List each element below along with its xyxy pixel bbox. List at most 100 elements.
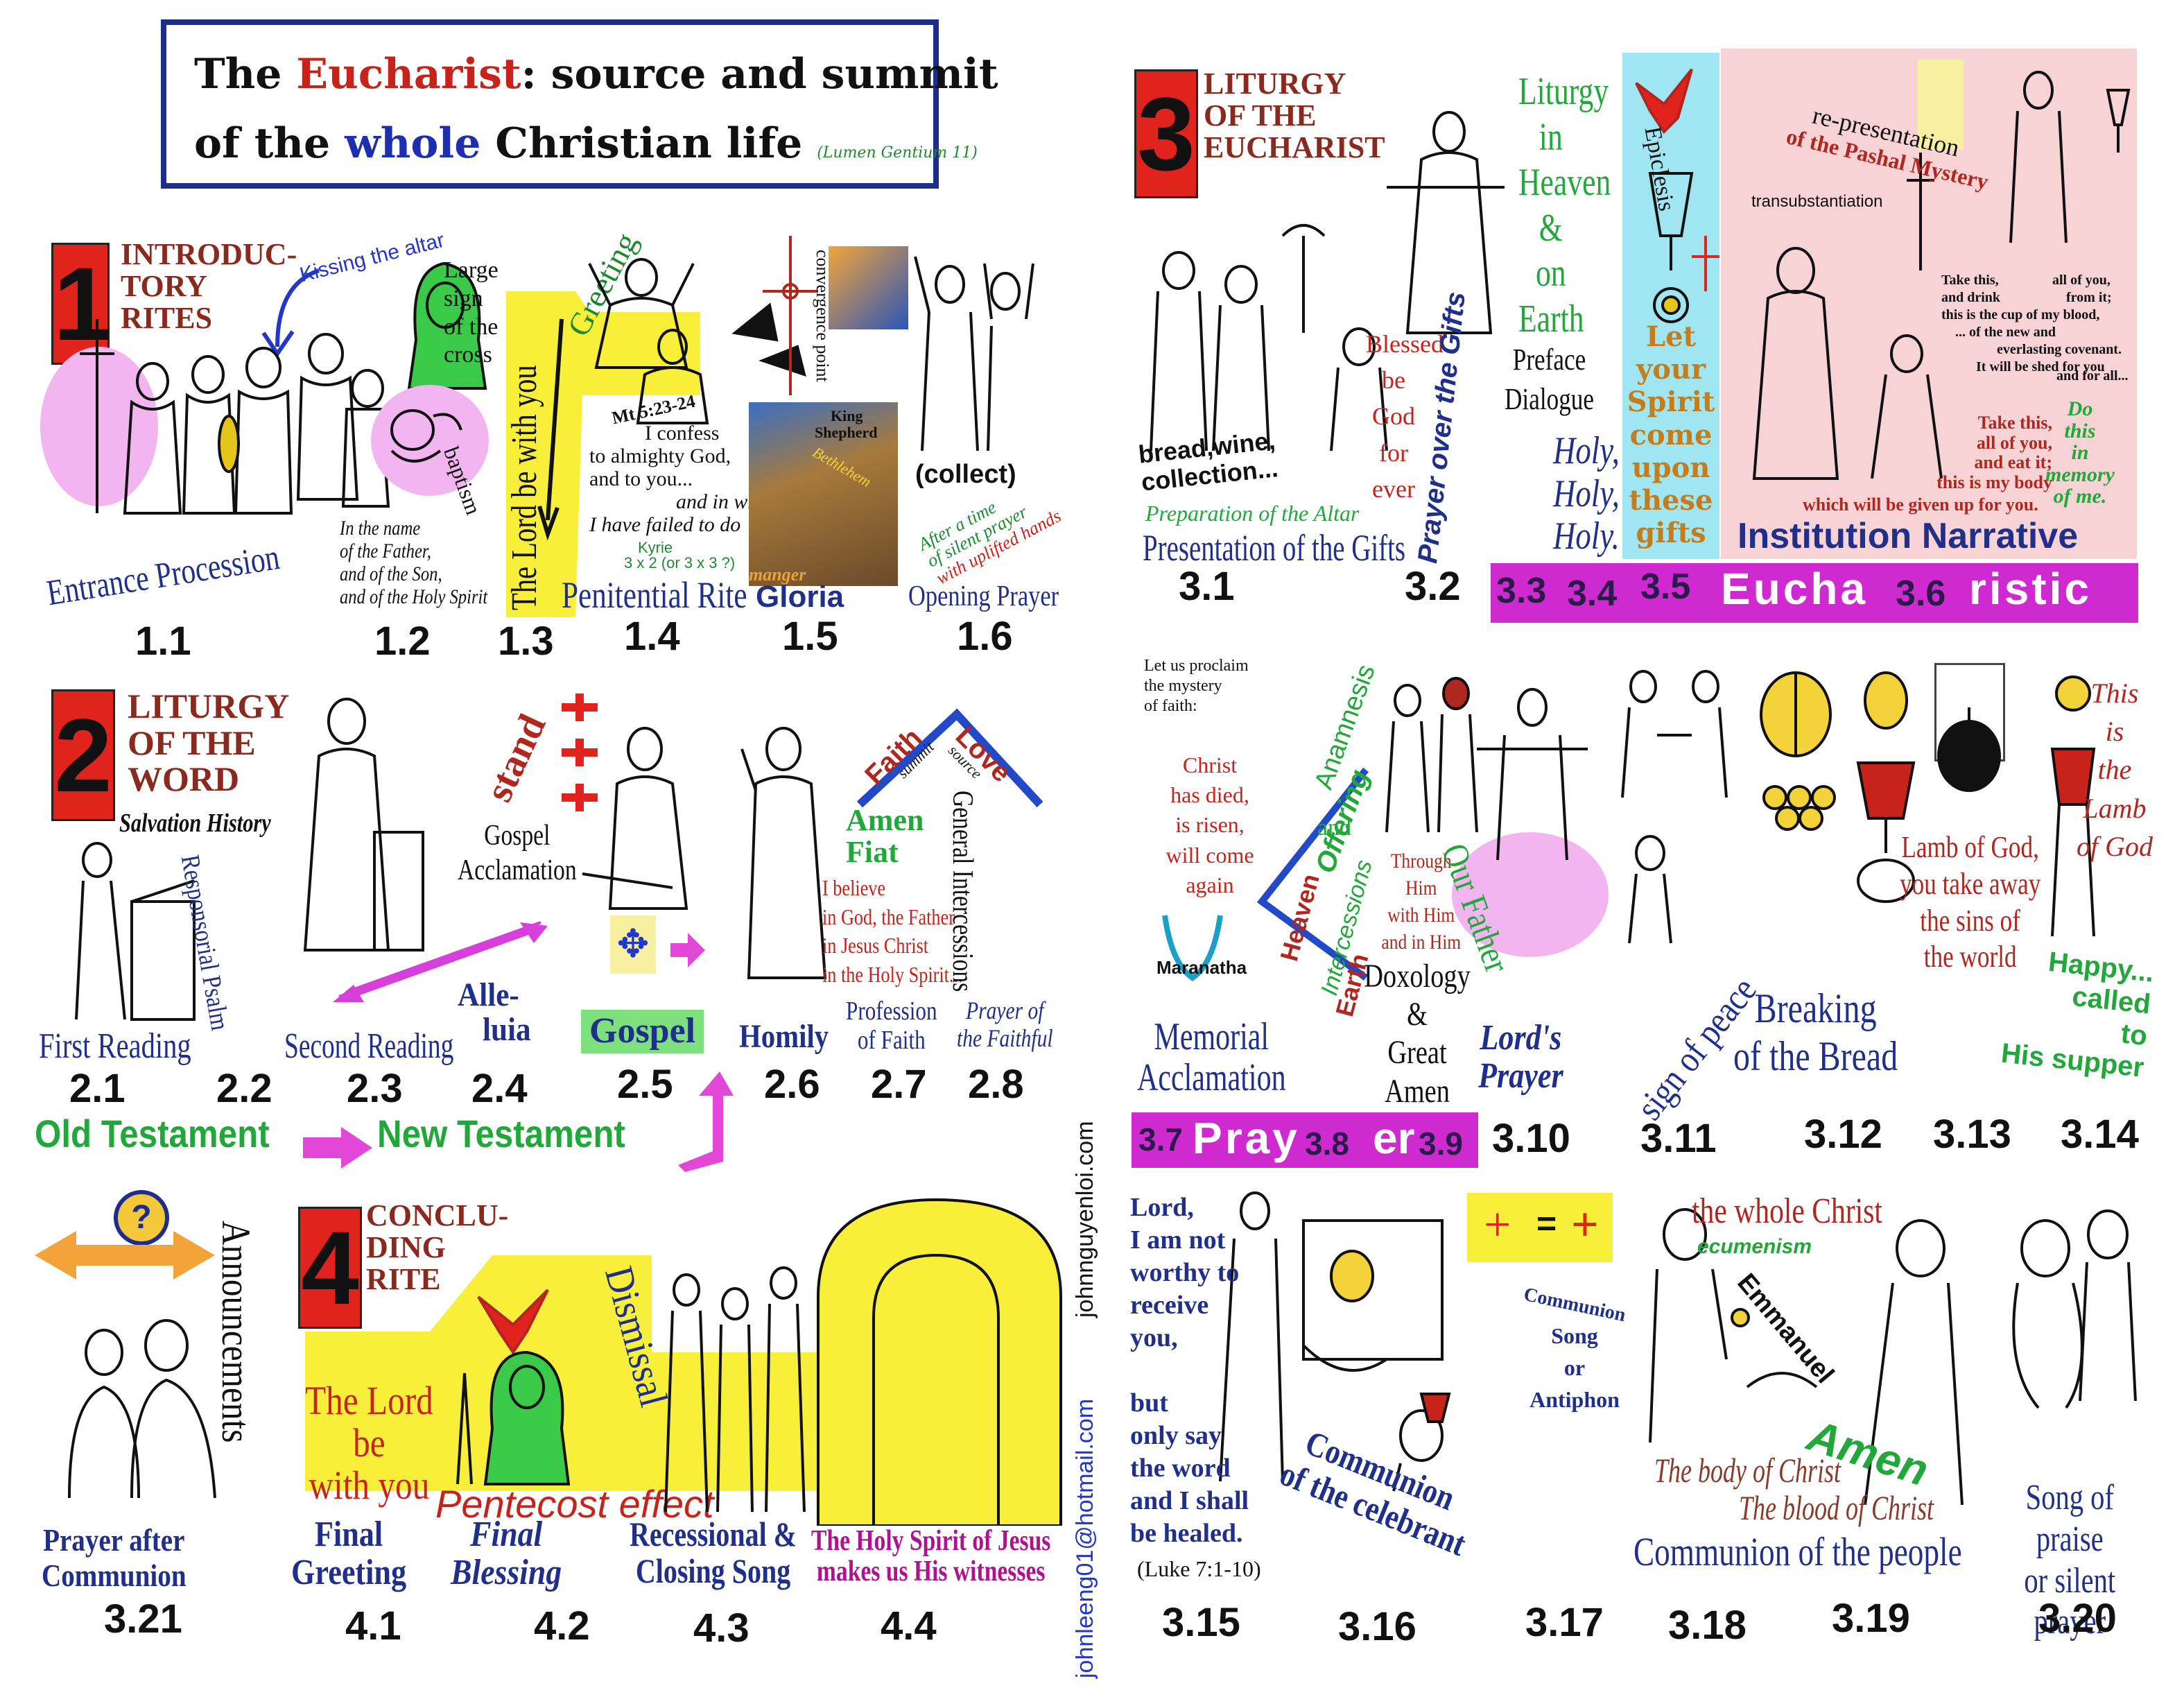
- gospel-cross-icon: ✥: [610, 915, 656, 974]
- lord-not-worthy-illustration: [1219, 1191, 1284, 1482]
- first-reading-label: First Reading: [39, 1026, 191, 1066]
- penitential-rite-label: Penitential Rite: [562, 574, 747, 616]
- second-reading-illustration: [303, 698, 424, 951]
- er-label: er: [1373, 1113, 1415, 1163]
- eucharistic-prayer-bar: [1491, 563, 2138, 623]
- gloria-angels-illustration: [731, 302, 806, 377]
- step-2-4: 2.4: [471, 1066, 528, 1111]
- step-2-6: 2.6: [764, 1062, 820, 1107]
- page-title-line2: of the whole Christian life (Lumen Genti…: [194, 119, 978, 168]
- cross-left-icon: +: [1484, 1198, 1511, 1252]
- step-3-3: 3.3: [1496, 571, 1547, 611]
- reading-arrows-icon: [333, 921, 548, 1002]
- homily-illustration: [740, 727, 827, 979]
- step-3-17: 3.17: [1525, 1600, 1604, 1645]
- step-3-14: 3.14: [2061, 1112, 2139, 1157]
- anamnesis-chevron-icon: [1256, 767, 1369, 981]
- step-1-6: 1.6: [957, 614, 1013, 659]
- homily-label: Homily: [739, 1018, 829, 1055]
- stand-label: stand: [477, 707, 555, 809]
- step-3-8: 3.8: [1305, 1126, 1349, 1162]
- title-citation: (Lumen Gentium 11): [817, 144, 978, 162]
- cross-equals-icon: + = +: [1467, 1193, 1613, 1262]
- step-3-16: 3.16: [1338, 1604, 1416, 1649]
- step-3-9: 3.9: [1419, 1126, 1463, 1162]
- song-of-praise-illustration: [2012, 1209, 2137, 1409]
- title-box: The Eucharist: source and summit of the …: [161, 19, 998, 189]
- step-2-5: 2.5: [617, 1062, 673, 1107]
- shepherd-label: Shepherd: [815, 424, 878, 441]
- opening-prayer-label: Opening Prayer: [908, 580, 1059, 612]
- sign-of-cross-figure: [407, 261, 487, 390]
- step-2-7: 2.7: [871, 1062, 927, 1107]
- dismissal-yellow-band: [305, 1255, 818, 1491]
- equals-icon: =: [1536, 1204, 1557, 1243]
- kyrie-count: 3 x 2 (or 3 x 3 ?): [624, 554, 736, 571]
- new-testament-label: New Testament: [377, 1112, 625, 1155]
- section-1-number: 1: [51, 243, 111, 365]
- step-1-4: 1.4: [624, 614, 680, 659]
- step-1-1: 1.1: [135, 619, 191, 664]
- institution-narrative-label: Institution Narrative: [1737, 516, 2079, 556]
- step-4-3: 4.3: [693, 1605, 749, 1651]
- eucha-label: Eucha: [1721, 564, 1869, 614]
- page-title-line1: The Eucharist: source and summit: [194, 50, 998, 98]
- question-circle-icon: ?: [114, 1190, 169, 1246]
- gospel-arrow-icon: [670, 933, 705, 967]
- step-3-21: 3.21: [104, 1596, 182, 1642]
- step-2-3: 2.3: [347, 1066, 403, 1111]
- testament-arrow-icon: [303, 1127, 372, 1169]
- lords-prayer-illustration: [1477, 688, 1588, 861]
- ecumenism-label: ecumenism: [1697, 1235, 1812, 1258]
- entrance-procession-illustration: [80, 319, 390, 515]
- step-3-13: 3.13: [1933, 1112, 2011, 1157]
- priest-altar-illustration: [1387, 111, 1505, 334]
- luke-reference: (Luke 7:1-10): [1137, 1556, 1261, 1581]
- step-4-2: 4.2: [534, 1603, 590, 1648]
- angels-painting: [829, 246, 908, 329]
- step-3-12: 3.12: [1804, 1112, 1882, 1157]
- step-2-2: 2.2: [216, 1066, 272, 1111]
- recessional-illustration: [664, 1266, 806, 1513]
- confess-text: I confess to almighty God, and to you...…: [589, 422, 774, 536]
- communion-people-label: Communion of the people: [1633, 1529, 1962, 1574]
- step-1-3: 1.3: [498, 619, 554, 664]
- whole-christ-label: the whole Christ: [1692, 1191, 1882, 1231]
- step-1-2: 1.2: [374, 619, 431, 664]
- cross-right-icon: +: [1571, 1198, 1599, 1252]
- credit-email: johnleeng01@hotmail.com: [1072, 1398, 1098, 1678]
- announcements-arrow-icon: [35, 1231, 215, 1280]
- manger-label: manger: [749, 565, 806, 585]
- dove-chalice-icon: [1635, 68, 1719, 323]
- communion-people-illustration: [1649, 1208, 1964, 1506]
- priest-greeting-illustration: [588, 258, 695, 369]
- credit-site: johnnguyenloi.com: [1072, 1121, 1098, 1318]
- fraction-chalice-illustration: [1856, 671, 1916, 903]
- transubstantiation-label: transubstantiation: [1751, 192, 1883, 211]
- holy-text: Holy,Holy,Holy.: [1553, 429, 1620, 558]
- celebrant-communion-illustration: [1302, 1219, 1451, 1492]
- gloria-label: Gloria: [756, 580, 844, 614]
- step-4-4: 4.4: [881, 1603, 937, 1648]
- step-3-15: 3.15: [1162, 1600, 1240, 1645]
- lords-prayer-bar: [1132, 1112, 1478, 1168]
- gospel-reader-illustration: [582, 727, 688, 910]
